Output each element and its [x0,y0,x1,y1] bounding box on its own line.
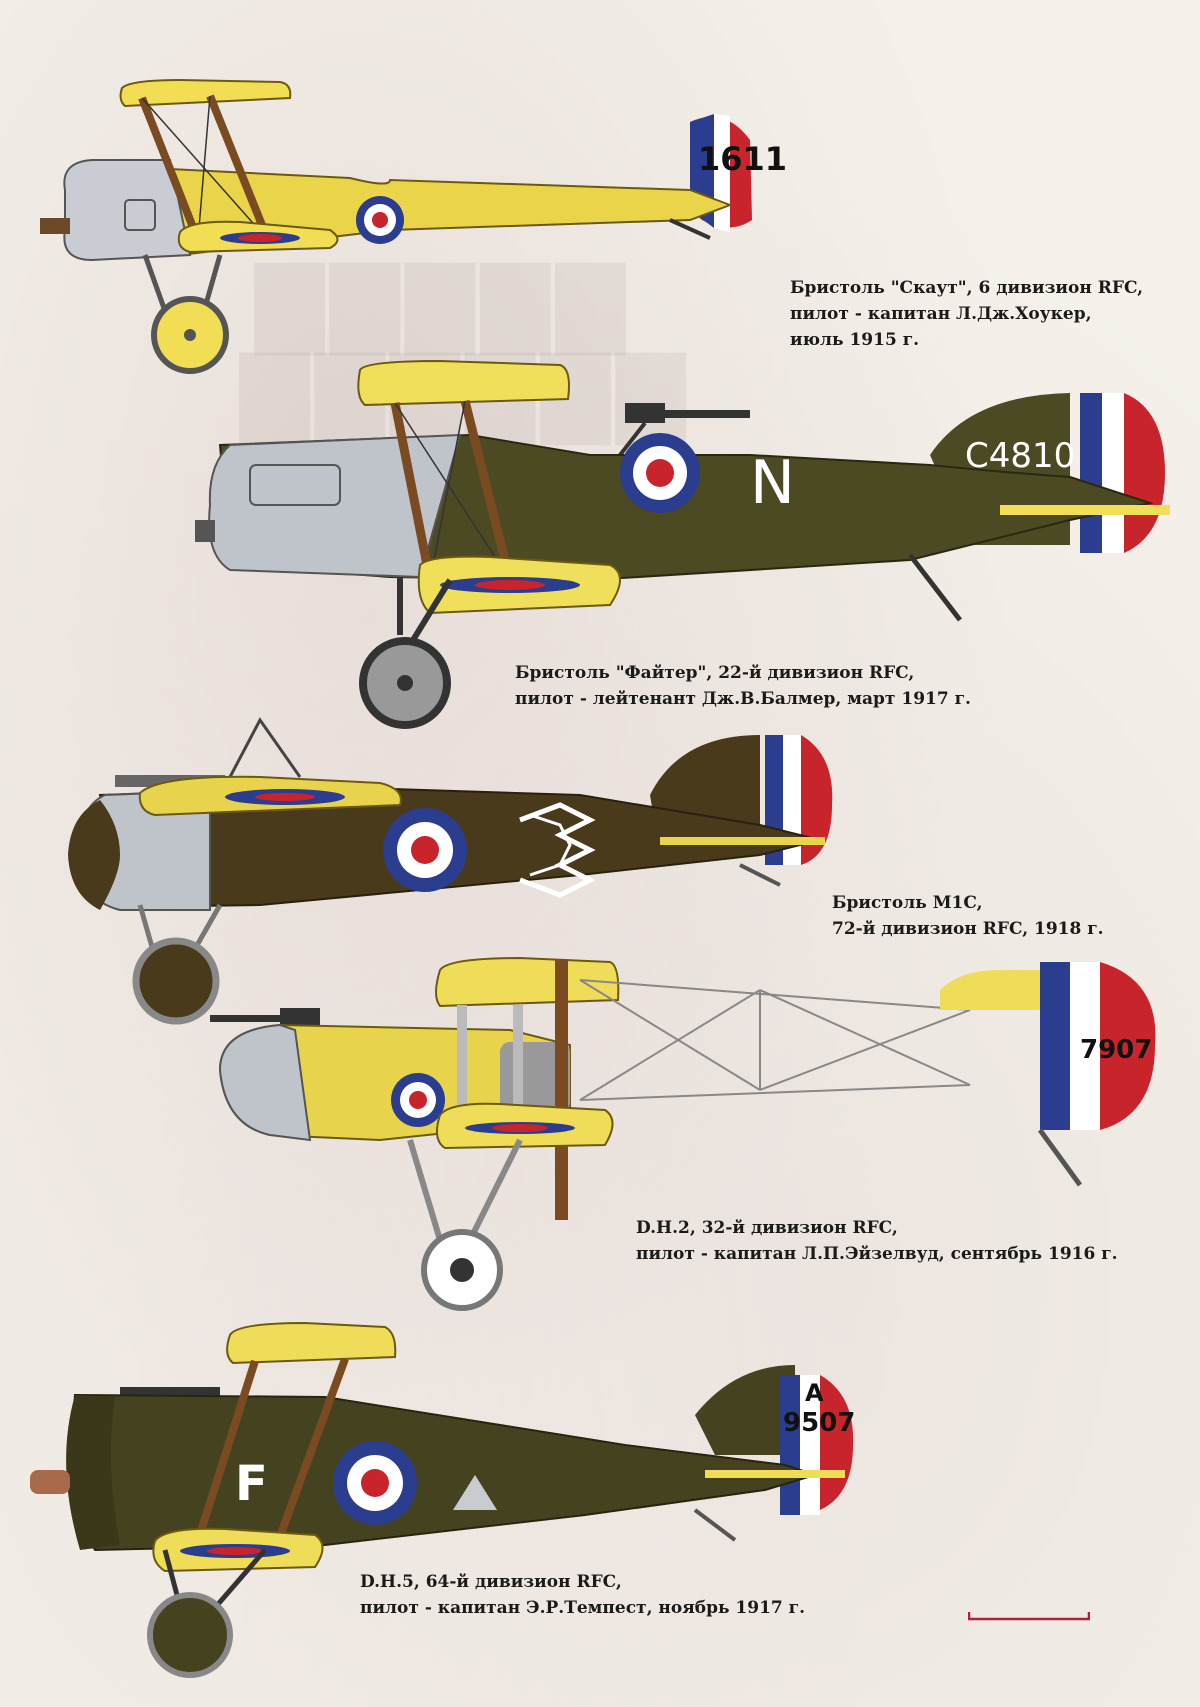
dh5-code-letter: F [235,1456,268,1512]
dh5-illustration: A 9507 F [30,1321,855,1678]
caption-line: Бристоль M1C, [832,893,983,913]
bristol-fighter-code-letter: N [750,448,795,518]
bristol-m1c-illustration [68,717,833,1025]
bristol-fighter-illustration: C4810 N [195,359,1170,729]
caption-line: пилот - капитан Л.П.Эйзелвуд, сентябрь 1… [636,1244,1118,1264]
caption-line: 72-й дивизион RFC, 1918 г. [832,919,1104,939]
bristol-fighter-caption: Бристоль "Файтер", 22-й дивизион RFC, пи… [515,660,971,712]
caption-line: Бристоль "Файтер", 22-й дивизион RFC, [515,663,915,683]
caption-line: июль 1915 г. [790,330,920,350]
caption-line: пилот - капитан Л.Дж.Хоукер, [790,304,1092,324]
dh2-illustration: 7907 [210,956,1156,1311]
dh5-triangle-marking [453,1475,497,1510]
bristol-scout-illustration: 1611 [40,78,787,374]
dh2-serial: 7907 [1080,1035,1152,1065]
bristol-scout-serial: 1611 [698,140,787,178]
dh2-propeller [555,960,568,1220]
dh5-flight-letter: A [805,1379,824,1407]
caption-line: D.H.2, 32-й дивизион RFC, [636,1218,898,1238]
bristol-m1c-caption: Бристоль M1C, 72-й дивизион RFC, 1918 г. [832,890,1104,942]
dh5-caption: D.H.5, 64-й дивизион RFC, пилот - капита… [360,1569,805,1621]
caption-line: D.H.5, 64-й дивизион RFC, [360,1572,622,1592]
dh2-caption: D.H.2, 32-й дивизион RFC, пилот - капита… [636,1215,1118,1267]
bristol-m1c-wheel [132,937,220,1025]
caption-line: пилот - капитан Э.Р.Темпест, ноябрь 1917… [360,1598,806,1618]
background-ghost-print: ▇▇▇▇▇ [255,250,632,355]
caption-line: пилот - лейтенант Дж.В.Балмер, март 1917… [515,689,971,709]
bristol-scout-caption: Бристоль "Скаут", 6 дивизион RFC, пилот … [790,275,1143,353]
scale-bar [968,1612,1090,1621]
caption-line: Бристоль "Скаут", 6 дивизион RFC, [790,278,1144,298]
dh5-serial: 9507 [783,1408,855,1438]
bristol-m1c-zigzag-marking [519,802,596,898]
dh5-wheel [147,1592,233,1678]
